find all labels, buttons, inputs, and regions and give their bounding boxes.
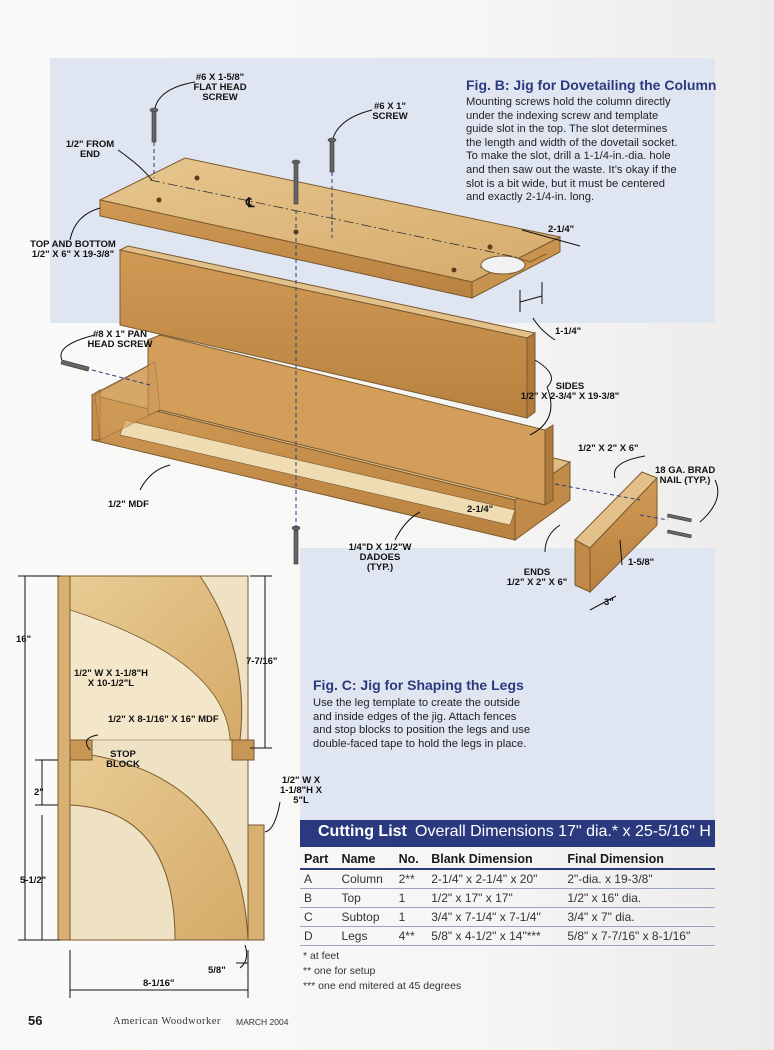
leader-lines	[60, 81, 719, 611]
fig-b-title: Fig. B: Jig for Dovetailing the Column	[466, 77, 717, 93]
table-row: A Column 2** 2-1/4" x 2-1/4" x 20" 2"-di…	[300, 869, 715, 889]
cell-name: Subtop	[337, 907, 395, 927]
cell-final: 5/8" x 7-7/16" x 8-1/16"	[563, 926, 715, 946]
label-end-width: 3"	[604, 597, 614, 608]
label-hole-dia: 1-1/4"	[555, 326, 582, 337]
label-mdf-template: 1/2" x 8-1/16" x 16" MDF	[108, 714, 219, 725]
cell-final: 2"-dia. x 19-3/8"	[563, 869, 715, 889]
cell-name: Top	[337, 888, 395, 908]
label-width-8-1-16: 8-1/16"	[143, 978, 175, 989]
label-screw-1in: #6 x 1"SCREW	[372, 101, 408, 122]
cell-part: D	[300, 926, 338, 946]
cutting-list-subtitle: Overall Dimensions 17" dia.* x 25-5/16" …	[415, 823, 711, 840]
cutting-list-note-2: ** one for setup	[303, 965, 376, 977]
cell-part: C	[300, 907, 338, 927]
cell-no: 1	[394, 907, 428, 927]
fig-c-leg-jig-drawing	[18, 575, 281, 998]
col-final: Final Dimension	[563, 850, 715, 870]
cell-no: 1	[394, 888, 428, 908]
end-block	[574, 471, 658, 594]
label-dado-length: 2-1/4"	[467, 504, 494, 515]
cutting-list-table: Part Name No. Blank Dimension Final Dime…	[300, 850, 715, 946]
magazine-name: American Woodworker	[113, 1016, 221, 1027]
table-row: D Legs 4** 5/8" x 4-1/2" x 14"*** 5/8" x…	[300, 926, 715, 946]
fig-b-exploded-drawing	[60, 81, 719, 611]
label-block-size: 1/2" x 2" x 6"	[578, 443, 639, 454]
label-slot-length: 2-1/4"	[548, 224, 575, 235]
page-number: 56	[28, 1013, 43, 1028]
col-no: No.	[394, 850, 428, 870]
cell-blank: 1/2" x 17" x 17"	[427, 888, 564, 908]
col-blank: Blank Dimension	[427, 850, 564, 870]
screw-icons	[60, 107, 692, 565]
label-end-height: 1-5/8"	[628, 557, 655, 568]
cell-no: 2**	[394, 869, 428, 889]
label-height-16: 16"	[16, 634, 32, 645]
cutting-list-note-3: *** one end mitered at 45 degrees	[303, 980, 462, 992]
cell-no: 4**	[394, 926, 428, 946]
fig-c-panel	[300, 548, 715, 820]
cell-name: Column	[337, 869, 395, 889]
side-board	[118, 245, 537, 419]
label-height-5-1-2: 5-1/2"	[20, 875, 47, 886]
top-board	[98, 157, 562, 299]
cell-part: B	[300, 888, 338, 908]
table-row: B Top 1 1/2" x 17" x 17" 1/2" x 16" dia.	[300, 888, 715, 908]
cell-blank: 2-1/4" x 2-1/4" x 20"	[427, 869, 564, 889]
fig-c-description: Use the leg template to create the outsi…	[313, 697, 531, 750]
label-stop-dims: 1/2" W x1-1/8"H x5"L	[280, 775, 322, 806]
cell-final: 1/2" x 16" dia.	[563, 888, 715, 908]
col-name: Name	[337, 850, 395, 870]
fig-b-description: Mounting screws hold the column directly…	[466, 96, 678, 204]
cell-part: A	[300, 869, 338, 889]
label-height-2: 2"	[34, 787, 44, 798]
table-row: C Subtop 1 3/4" x 7-1/4" x 7-1/4" 3/4" x…	[300, 907, 715, 927]
cell-name: Legs	[337, 926, 395, 946]
label-width-5-8: 5/8"	[208, 965, 226, 976]
cell-final: 3/4" x 7" dia.	[563, 907, 715, 927]
cutting-list-title: Cutting List	[318, 823, 407, 840]
cutting-list-header: Cutting List Overall Dimensions 17" dia.…	[300, 820, 715, 847]
label-dim-7-7-16: 7-7/16"	[246, 656, 278, 667]
cutting-list-note-1: * at feet	[303, 950, 340, 962]
fig-c-title: Fig. C: Jig for Shaping the Legs	[313, 677, 524, 693]
cell-blank: 5/8" x 4-1/2" x 14"***	[427, 926, 564, 946]
label-centerline: ℄	[246, 195, 255, 210]
label-mdf: 1/2" MDF	[108, 499, 149, 510]
label-fence-dims: 1/2" W x 1-1/8"Hx 10-1/2"L	[74, 668, 148, 689]
col-part: Part	[300, 850, 338, 870]
base-assembly	[90, 334, 572, 541]
cell-blank: 3/4" x 7-1/4" x 7-1/4"	[427, 907, 564, 927]
table-header-row: Part Name No. Blank Dimension Final Dime…	[300, 850, 715, 870]
alignment-lines	[91, 142, 669, 528]
issue-date: MARCH 2004	[236, 1017, 289, 1027]
